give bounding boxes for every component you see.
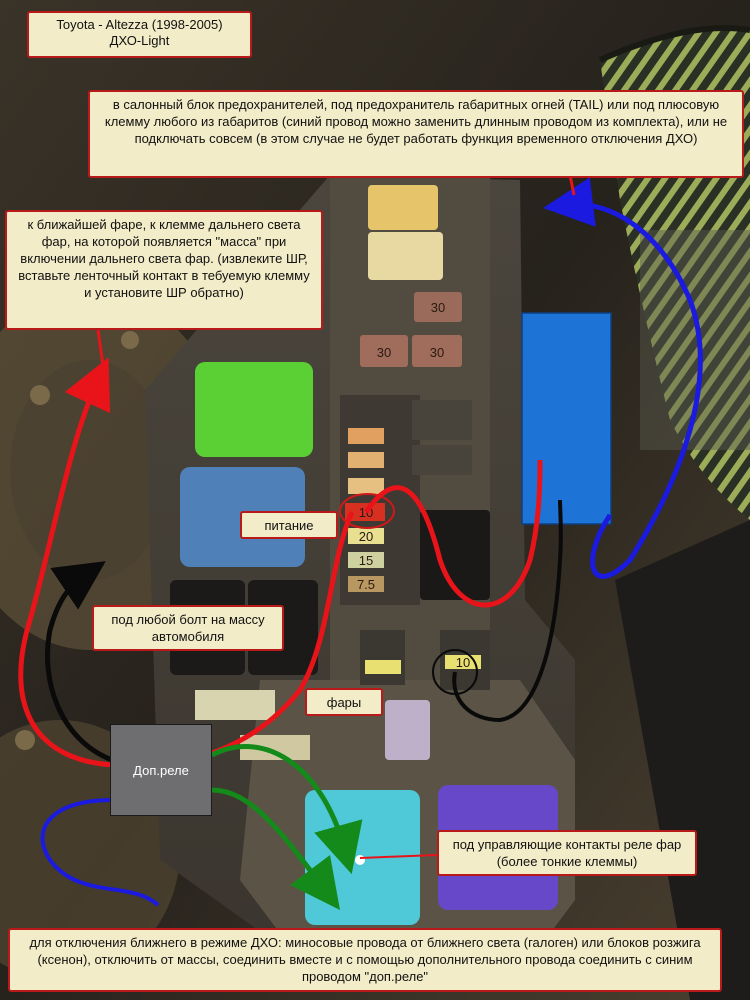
power-callout: питание (240, 511, 338, 539)
ground-callout: под любой болт на массу автомобиля (92, 605, 284, 651)
bottom-callout: для отключения ближнего в режиме ДХО: ми… (8, 928, 722, 992)
tail-callout: в салонный блок предохранителей, под пре… (88, 90, 744, 178)
lights-callout: фары (305, 688, 383, 716)
dxo-module (521, 312, 612, 525)
fuse-label: 10 (456, 655, 470, 670)
blue-wire-bottom (40, 798, 160, 907)
relay-control-callout: под управляющие контакты реле фар (более… (437, 830, 697, 876)
fuse-label: 7.5 (357, 577, 375, 592)
fuse-label: 20 (359, 529, 373, 544)
fuse-label: 30 (430, 345, 444, 360)
relay-label: Доп.реле (133, 762, 189, 778)
black-wire-lights (452, 499, 563, 723)
title-line-1: Toyota - Altezza (1998-2005) (56, 17, 223, 32)
green-wire (210, 744, 363, 875)
headlight-callout: к ближайшей фаре, к клемме дальнего свет… (5, 210, 323, 330)
red-wire-power (363, 459, 543, 608)
fuse-label: 30 (377, 345, 391, 360)
black-wire-ground (45, 561, 113, 763)
fuse-label: 15 (359, 553, 373, 568)
title-line-2: ДХО-Light (109, 33, 170, 48)
green-wire (211, 787, 341, 910)
fuse-label: 30 (431, 300, 445, 315)
additional-relay: Доп.реле (110, 724, 212, 816)
title-callout: Toyota - Altezza (1998-2005) ДХО-Light (27, 11, 252, 58)
red-wire (18, 357, 114, 768)
blue-wire-tail (543, 177, 703, 579)
